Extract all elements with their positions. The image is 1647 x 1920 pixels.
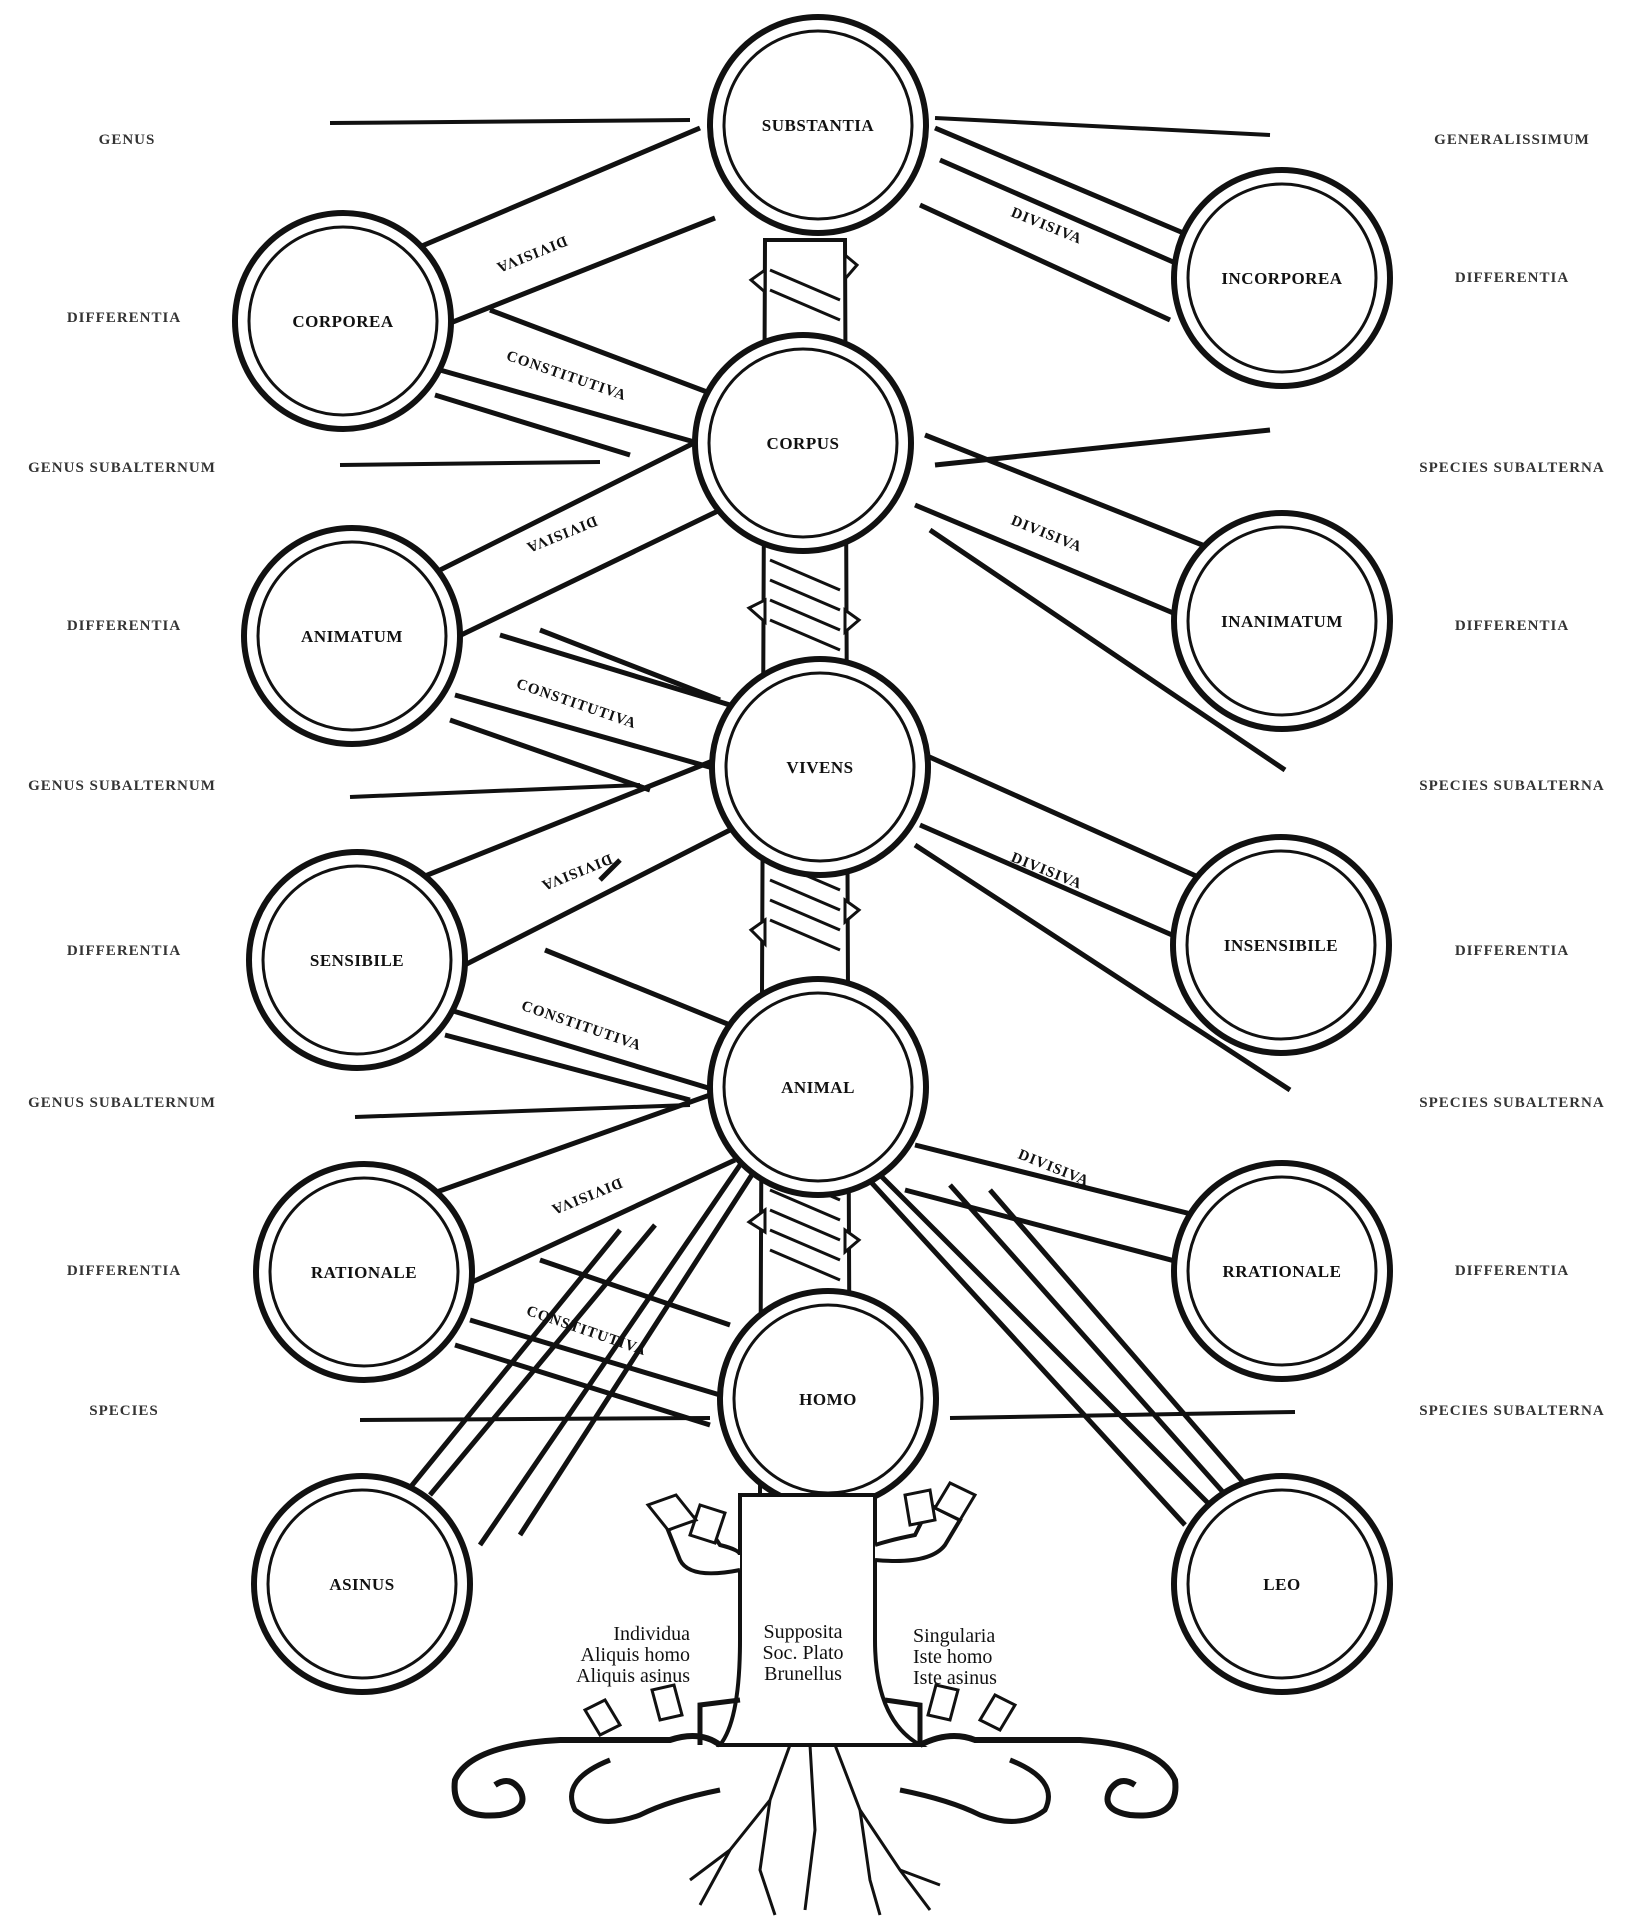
root-text-right: Singularia Iste homo Iste asinus (913, 1625, 997, 1689)
node-label-animatum: ANIMATUM (301, 627, 403, 646)
right-label-differentia-4: DIFFERENTIA (1455, 1263, 1569, 1279)
right-label-species-subalterna-4: SPECIES SUBALTERNA (1419, 1403, 1604, 1419)
left-labels: GENUS DIFFERENTIA GENUS SUBALTERNUM DIFF… (28, 132, 216, 1419)
root-left-line-2: Aliquis homo (581, 1644, 690, 1666)
root-text-center: Supposita Soc. Plato Brunellus (762, 1621, 843, 1685)
band-label-constitutiva-4: CONSTITUTIVA (524, 1303, 648, 1359)
band-label-divisiva-7: DIVISIVA (549, 1174, 625, 1217)
node-vivens: VIVENS (712, 659, 928, 875)
right-label-differentia-2: DIFFERENTIA (1455, 618, 1569, 634)
band-label-constitutiva-2: CONSTITUTIVA (514, 676, 638, 732)
band-label-divisiva-5: DIVISIVA (539, 850, 615, 893)
root-right-line-1: Singularia (913, 1625, 995, 1647)
node-substantia: SUBSTANTIA (710, 17, 926, 233)
node-label-corporea: CORPOREA (292, 312, 394, 331)
node-corporea: CORPOREA (235, 213, 451, 429)
right-label-differentia-1: DIFFERENTIA (1455, 270, 1569, 286)
left-label-genus-subalternum-3: GENUS SUBALTERNUM (28, 1095, 216, 1111)
node-inanimatum: INANIMATUM (1174, 513, 1390, 729)
right-labels: GENERALISSIMUM DIFFERENTIA SPECIES SUBAL… (1419, 132, 1604, 1419)
node-animal: ANIMAL (710, 979, 926, 1195)
left-label-differentia-4: DIFFERENTIA (67, 1263, 181, 1279)
node-label-inanimatum: INANIMATUM (1221, 612, 1343, 631)
node-label-insensibile: INSENSIBILE (1224, 936, 1338, 955)
right-label-generalissimum: GENERALISSIMUM (1434, 132, 1590, 148)
node-label-incorporea: INCORPOREA (1221, 269, 1342, 288)
node-label-asinus: ASINUS (329, 1575, 394, 1594)
node-label-homo: HOMO (799, 1390, 857, 1409)
node-label-substantia: SUBSTANTIA (762, 116, 875, 135)
node-label-irrationale: RRATIONALE (1223, 1262, 1342, 1281)
root-right-line-3: Iste asinus (913, 1667, 997, 1689)
node-leo: LEO (1174, 1476, 1390, 1692)
node-corpus: CORPUS (695, 335, 911, 551)
tree-base (455, 1483, 1176, 1915)
left-label-genus-subalternum-2: GENUS SUBALTERNUM (28, 778, 216, 794)
node-insensibile: INSENSIBILE (1173, 837, 1389, 1053)
node-label-vivens: VIVENS (786, 758, 853, 777)
root-text-left: Individua Aliquis homo Aliquis asinus (576, 1623, 690, 1687)
band-label-constitutiva-3: CONSTITUTIVA (519, 998, 643, 1054)
node-animatum: ANIMATUM (244, 528, 460, 744)
left-label-differentia-2: DIFFERENTIA (67, 618, 181, 634)
band-label-divisiva-2: DIVISIVA (1009, 205, 1085, 248)
right-label-species-subalterna-3: SPECIES SUBALTERNA (1419, 1095, 1604, 1111)
node-incorporea: INCORPOREA (1174, 170, 1390, 386)
left-label-differentia-3: DIFFERENTIA (67, 943, 181, 959)
root-center-line-2: Soc. Plato (762, 1642, 843, 1664)
left-label-species: SPECIES (89, 1403, 159, 1419)
right-label-species-subalterna-2: SPECIES SUBALTERNA (1419, 778, 1604, 794)
root-center-line-3: Brunellus (764, 1663, 842, 1685)
root-right-line-2: Iste homo (913, 1646, 992, 1668)
node-sensibile: SENSIBILE (249, 852, 465, 1068)
root-left-line-3: Aliquis asinus (576, 1665, 690, 1687)
band-label-divisiva-1: DIVISIVA (494, 232, 570, 275)
right-label-species-subalterna-1: SPECIES SUBALTERNA (1419, 460, 1604, 476)
node-label-sensibile: SENSIBILE (310, 951, 404, 970)
right-label-differentia-3: DIFFERENTIA (1455, 943, 1569, 959)
node-label-animal: ANIMAL (781, 1078, 855, 1097)
node-label-corpus: CORPUS (767, 434, 840, 453)
node-irrationale: RRATIONALE (1174, 1163, 1390, 1379)
root-left-line-1: Individua (613, 1623, 690, 1645)
root-center-line-1: Supposita (764, 1621, 843, 1643)
left-label-genus: GENUS (99, 132, 156, 148)
node-homo: HOMO (720, 1291, 936, 1507)
left-label-genus-subalternum-1: GENUS SUBALTERNUM (28, 460, 216, 476)
node-label-rationale: RATIONALE (311, 1263, 417, 1282)
band-label-divisiva-8: DIVISIVA (1016, 1147, 1092, 1190)
left-label-differentia-1: DIFFERENTIA (67, 310, 181, 326)
node-rationale: RATIONALE (256, 1164, 472, 1380)
band-label-divisiva-3: DIVISIVA (524, 512, 600, 555)
node-label-leo: LEO (1263, 1575, 1300, 1594)
node-asinus: ASINUS (254, 1476, 470, 1692)
